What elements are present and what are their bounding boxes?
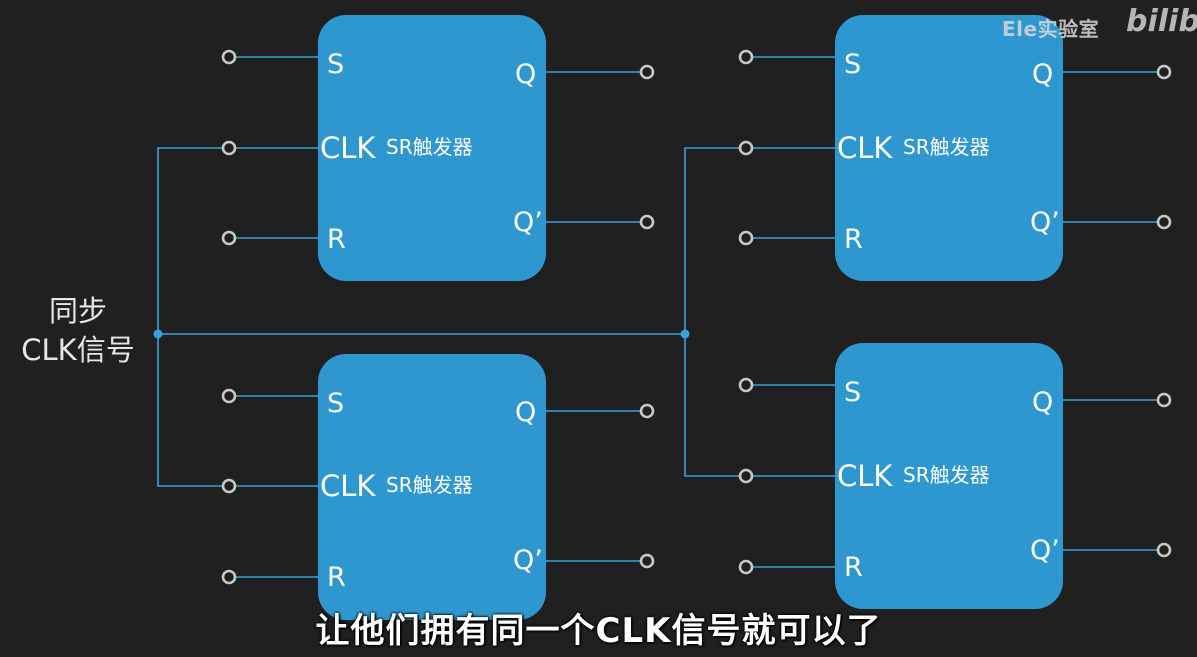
- terminal-q: [1156, 64, 1172, 80]
- terminal-r: [738, 230, 754, 246]
- pin-r-label: R: [844, 552, 863, 583]
- terminal-q: [639, 403, 655, 419]
- pin-q-label: Q: [515, 59, 537, 90]
- terminal-clk: [221, 140, 237, 156]
- terminal-r: [738, 559, 754, 575]
- bus-junction-left: [153, 329, 163, 339]
- flip-flop-title: SR触发器: [903, 463, 990, 487]
- flip-flop-title: SR触发器: [386, 473, 473, 497]
- pin-qbar-label: Q’: [513, 207, 543, 238]
- pin-qbar-label: Q’: [1030, 207, 1060, 238]
- terminal-clk: [221, 478, 237, 494]
- terminal-s: [221, 49, 237, 65]
- terminal-qbar: [1156, 542, 1172, 558]
- pin-qbar-label: Q’: [513, 545, 543, 576]
- pin-q-label: Q: [1032, 59, 1054, 90]
- clk-bus-right: [684, 147, 746, 477]
- terminal-s: [221, 388, 237, 404]
- terminal-q: [1156, 392, 1172, 408]
- terminal-r: [221, 230, 237, 246]
- terminal-q: [639, 64, 655, 80]
- video-subtitle: 让他们拥有同一个CLK信号就可以了: [315, 611, 882, 651]
- pin-r-label: R: [844, 224, 863, 255]
- sr-flip-flop-4: S CLK SR触发器 R Q Q’: [835, 343, 1063, 609]
- pin-r-label: R: [327, 562, 346, 593]
- pin-r-label: R: [327, 224, 346, 255]
- pin-q-label: Q: [515, 397, 537, 428]
- pin-q-label: Q: [1032, 387, 1054, 418]
- terminal-s: [738, 49, 754, 65]
- bilibili-logo-icon: bilib: [1126, 4, 1197, 39]
- pin-s-label: S: [844, 49, 862, 80]
- flip-flop-title: SR触发器: [903, 135, 990, 159]
- pin-s-label: S: [327, 388, 345, 419]
- pin-clk-label: CLK: [837, 459, 893, 493]
- pin-qbar-label: Q’: [1030, 535, 1060, 566]
- shared-clk-label-line2: CLK信号: [21, 333, 135, 368]
- flip-flop-title: SR触发器: [386, 135, 473, 159]
- terminal-clk: [738, 468, 754, 484]
- terminal-clk: [738, 140, 754, 156]
- clk-bus-left: [157, 147, 229, 487]
- terminal-qbar: [639, 214, 655, 230]
- terminal-s: [738, 377, 754, 393]
- pin-clk-label: CLK: [320, 469, 376, 503]
- pin-s-label: S: [844, 377, 862, 408]
- sr-flip-flop-1: S CLK SR触发器 R Q Q’: [318, 15, 546, 281]
- sr-flip-flop-2: S CLK SR触发器 R Q Q’: [318, 354, 546, 620]
- pin-clk-label: CLK: [320, 131, 376, 165]
- pin-clk-label: CLK: [837, 131, 893, 165]
- terminal-qbar: [639, 553, 655, 569]
- watermark-channel-name: Ele实验室: [1002, 17, 1100, 41]
- sr-flip-flop-3: S CLK SR触发器 R Q Q’: [835, 15, 1063, 281]
- shared-clk-label-line1: 同步: [48, 294, 107, 328]
- bus-junction-right: [680, 329, 690, 339]
- terminal-r: [221, 569, 237, 585]
- terminal-qbar: [1156, 214, 1172, 230]
- shared-clk-label: 同步 CLK信号: [3, 292, 153, 370]
- pin-s-label: S: [327, 49, 345, 80]
